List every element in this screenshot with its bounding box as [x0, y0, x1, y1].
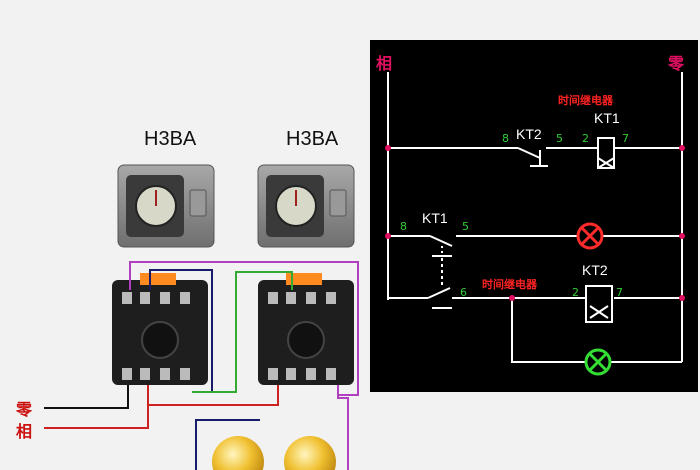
relay-2-unit — [257, 164, 355, 248]
time-relay-label-1: 时间继电器 — [558, 94, 613, 107]
neutral-wire-label: 零 — [16, 400, 33, 419]
pin-label: 6 — [460, 286, 467, 299]
socket-1 — [112, 273, 208, 385]
kt2-contact-label: KT2 — [516, 126, 542, 142]
pin-label: 2 — [572, 286, 579, 299]
pin-label: 5 — [462, 220, 469, 233]
kt1-coil-label: KT1 — [594, 110, 620, 126]
relay-1-model-label: H3BA — [144, 128, 197, 150]
relay-2-model-label: H3BA — [286, 128, 339, 150]
lamp-bulb — [212, 436, 264, 470]
lamp-bulb — [284, 436, 336, 470]
lamp-red-icon — [576, 222, 604, 250]
pin-label: 7 — [622, 132, 629, 145]
phase-wire-label: 相 — [16, 422, 33, 441]
time-relay-label-2: 时间继电器 — [482, 278, 537, 291]
phase-rail-label: 相 — [376, 54, 393, 73]
pin-label: 7 — [616, 286, 623, 299]
neutral-rail-label: 零 — [668, 54, 685, 73]
relay-1-unit — [117, 164, 215, 248]
socket-2 — [258, 273, 354, 385]
lamp-green-icon — [584, 348, 612, 376]
schematic-wires — [387, 72, 683, 363]
kt1-contact-label: KT1 — [422, 210, 448, 226]
pin-label: 5 — [556, 132, 563, 145]
physical-wires — [44, 261, 359, 470]
kt2-coil-label: KT2 — [582, 262, 608, 278]
pin-label: 8 — [502, 132, 509, 145]
pin-label: 2 — [582, 132, 589, 145]
junction-dots — [385, 145, 685, 301]
pin-label: 8 — [400, 220, 407, 233]
schematic-panel — [370, 40, 698, 392]
